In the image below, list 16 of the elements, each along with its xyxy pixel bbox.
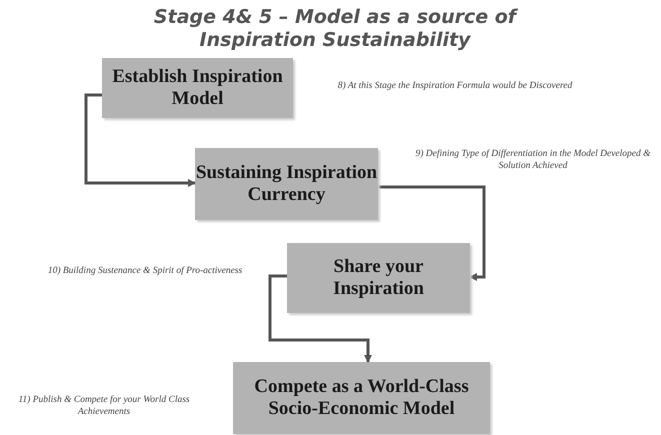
title: Stage 4& 5 – Model as a source of Inspiration Sustainability <box>152 6 519 52</box>
step-note: 11) Publish & Compete for your World Class Achievements <box>17 394 191 418</box>
step-note: 10) Building Sustenance & Spirit of Pro-activeness <box>46 265 244 277</box>
arrow <box>378 186 486 281</box>
arrow <box>268 274 372 363</box>
box-label: Compete as a World-Class Socio-Economic Model <box>253 376 470 420</box>
box-label: Share your Inspiration <box>332 256 425 300</box>
step-note: 8) At this Stage the Inspiration Formula would be Discovered <box>336 80 574 92</box>
process-box <box>233 362 490 434</box>
arrow <box>84 94 196 187</box>
step-note: 9) Defining Type of Differentiation in the Model Developed & Solution Achieved <box>414 148 652 172</box>
box-label: Sustaining Inspiration Currency <box>195 162 378 206</box>
process-box <box>102 58 293 118</box>
box-label: Establish Inspiration Model <box>111 66 284 110</box>
process-box <box>287 243 470 313</box>
process-box <box>195 148 378 220</box>
